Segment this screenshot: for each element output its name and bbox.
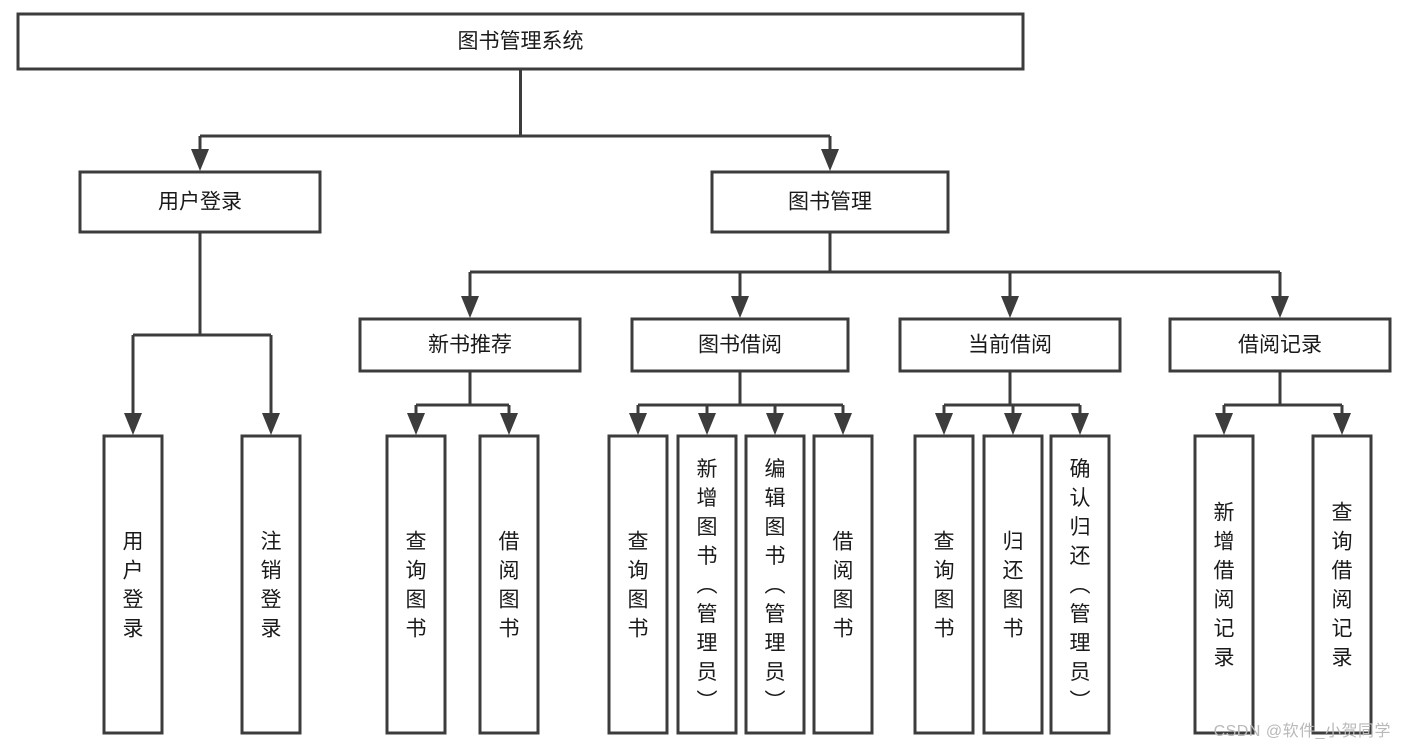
node-label-current-query-book: 查询图书 xyxy=(934,531,955,641)
node-box-borrow-edit-book-admin[interactable] xyxy=(744,434,806,735)
node-box-borrow-query-book[interactable] xyxy=(607,434,669,735)
node-label-current-return-book: 归还图书 xyxy=(1003,531,1024,641)
node-label-current-confirm-return-admin: 确认归还︵管理员︶ xyxy=(1070,458,1091,713)
arrow-head-icon xyxy=(1271,296,1289,318)
node-label-borrow-query-book: 查询图书 xyxy=(628,531,649,641)
arrow-head-icon xyxy=(1001,296,1019,318)
arrow-head-icon xyxy=(698,413,716,435)
node-current-return-book[interactable]: 归还图书 xyxy=(982,434,1044,735)
connector-layer xyxy=(124,69,1351,435)
node-record-query[interactable]: 查询借阅记录 xyxy=(1311,434,1373,735)
arrow-head-icon xyxy=(1004,413,1022,435)
arrow-head-icon xyxy=(1333,413,1351,435)
node-borrow-records[interactable]: 借阅记录 xyxy=(1168,317,1392,373)
node-label-recommend-query-book: 查询图书 xyxy=(406,531,427,641)
arrow-head-icon xyxy=(124,413,142,435)
node-box-record-add[interactable] xyxy=(1193,434,1255,735)
node-label-borrow-records: 借阅记录 xyxy=(1238,334,1322,357)
arrow-head-icon xyxy=(834,413,852,435)
node-label-book-management: 图书管理 xyxy=(788,191,872,214)
node-borrow-query-book[interactable]: 查询图书 xyxy=(607,434,669,735)
arrow-head-icon xyxy=(461,296,479,318)
node-label-borrow-edit-book-admin: 编辑图书︵管理员︶ xyxy=(765,458,786,713)
node-label-recommend-borrow-book: 借阅图书 xyxy=(499,531,520,641)
node-box-borrow-borrow-book[interactable] xyxy=(812,434,874,735)
node-label-root: 图书管理系统 xyxy=(458,30,584,53)
node-label-user-login: 用户登录 xyxy=(158,191,242,214)
node-recommend-query-book[interactable]: 查询图书 xyxy=(385,434,447,735)
arrow-head-icon xyxy=(407,413,425,435)
node-current-borrow[interactable]: 当前借阅 xyxy=(898,317,1122,373)
node-box-current-confirm-return-admin[interactable] xyxy=(1049,434,1111,735)
node-label-book-borrow: 图书借阅 xyxy=(698,334,782,357)
arrow-head-icon xyxy=(821,149,839,171)
node-box-current-borrow[interactable] xyxy=(898,317,1122,373)
node-box-current-query-book[interactable] xyxy=(913,434,975,735)
node-box-current-return-book[interactable] xyxy=(982,434,1044,735)
arrow-head-icon xyxy=(629,413,647,435)
node-label-new-book-recommend: 新书推荐 xyxy=(428,334,512,357)
node-box-book-borrow[interactable] xyxy=(630,317,850,373)
node-box-new-book-recommend[interactable] xyxy=(358,317,582,373)
node-box-borrow-records[interactable] xyxy=(1168,317,1392,373)
node-user-login-action[interactable]: 用户登录 xyxy=(102,434,164,735)
node-label-user-logout-action: 注销登录 xyxy=(261,531,282,641)
node-label-record-add: 新增借阅记录 xyxy=(1214,502,1235,670)
node-box-user-login[interactable] xyxy=(78,170,322,234)
node-book-borrow[interactable]: 图书借阅 xyxy=(630,317,850,373)
node-box-recommend-query-book[interactable] xyxy=(385,434,447,735)
arrow-head-icon xyxy=(935,413,953,435)
arrow-head-icon xyxy=(262,413,280,435)
node-borrow-edit-book-admin[interactable]: 编辑图书︵管理员︶ xyxy=(744,434,806,735)
node-label-user-login-action: 用户登录 xyxy=(123,531,144,641)
arrow-head-icon xyxy=(1215,413,1233,435)
arrow-head-icon xyxy=(731,296,749,318)
node-label-borrow-add-book-admin: 新增图书︵管理员︶ xyxy=(697,458,718,713)
arrow-head-icon xyxy=(1071,413,1089,435)
arrow-head-icon xyxy=(500,413,518,435)
arrow-head-icon xyxy=(191,149,209,171)
node-box-user-logout-action[interactable] xyxy=(240,434,302,735)
node-current-query-book[interactable]: 查询图书 xyxy=(913,434,975,735)
node-user-login[interactable]: 用户登录 xyxy=(78,170,322,234)
node-book-management[interactable]: 图书管理 xyxy=(710,170,950,234)
node-label-current-borrow: 当前借阅 xyxy=(968,334,1052,357)
node-box-book-management[interactable] xyxy=(710,170,950,234)
node-layer: 图书管理系统用户登录图书管理用户登录注销登录新书推荐查询图书借阅图书图书借阅查询… xyxy=(16,12,1392,735)
node-box-root[interactable] xyxy=(16,12,1025,71)
node-borrow-add-book-admin[interactable]: 新增图书︵管理员︶ xyxy=(676,434,738,735)
watermark-label: CSDN @软件_小贺同学 xyxy=(1213,723,1391,740)
node-user-logout-action[interactable]: 注销登录 xyxy=(240,434,302,735)
node-box-user-login-action[interactable] xyxy=(102,434,164,735)
node-label-record-query: 查询借阅记录 xyxy=(1332,502,1353,670)
node-root[interactable]: 图书管理系统 xyxy=(16,12,1025,71)
node-box-record-query[interactable] xyxy=(1311,434,1373,735)
arrow-head-icon xyxy=(766,413,784,435)
node-current-confirm-return-admin[interactable]: 确认归还︵管理员︶ xyxy=(1049,434,1111,735)
node-borrow-borrow-book[interactable]: 借阅图书 xyxy=(812,434,874,735)
node-recommend-borrow-book[interactable]: 借阅图书 xyxy=(478,434,540,735)
node-label-borrow-borrow-book: 借阅图书 xyxy=(833,531,854,641)
node-record-add[interactable]: 新增借阅记录 xyxy=(1193,434,1255,735)
node-new-book-recommend[interactable]: 新书推荐 xyxy=(358,317,582,373)
node-box-borrow-add-book-admin[interactable] xyxy=(676,434,738,735)
node-box-recommend-borrow-book[interactable] xyxy=(478,434,540,735)
